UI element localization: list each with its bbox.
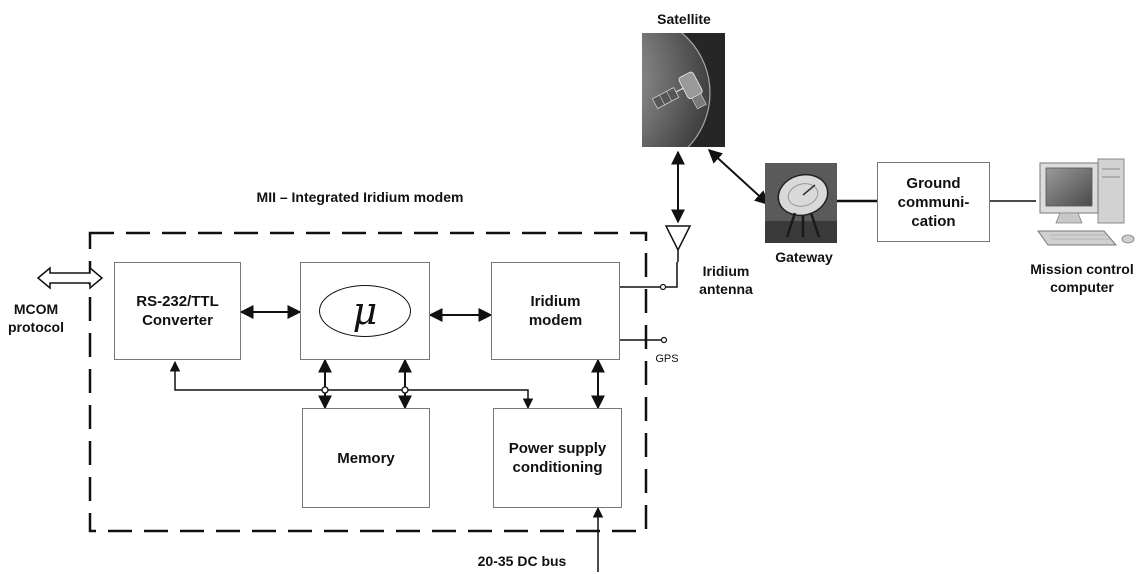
microcontroller-block: μ <box>300 262 430 360</box>
converter-block: RS-232/TTL Converter <box>114 262 241 360</box>
link-modem-antenna <box>620 262 678 288</box>
desktop-computer-icon <box>1037 158 1135 246</box>
module-boundary <box>88 231 648 533</box>
satellite-label: Satellite <box>657 11 711 27</box>
module-title: MII – Integrated Iridium modem <box>256 189 464 205</box>
ground-communication-block: Ground communi- cation <box>877 162 990 242</box>
gateway-label: Gateway <box>775 249 833 265</box>
iridium-modem-block: Iridium modem <box>491 262 620 360</box>
gps-terminal <box>660 336 668 344</box>
antenna-terminal <box>659 283 667 291</box>
antenna-icon <box>664 225 692 262</box>
mission-control-label: Mission control computer <box>1030 261 1134 295</box>
satellite-icon <box>642 33 725 147</box>
dc-bus-label: 20-35 DC bus <box>477 553 567 569</box>
satellite-dish-icon <box>765 163 837 243</box>
memory-block: Memory <box>302 408 430 508</box>
bus-junction <box>401 386 409 394</box>
link-satellite-gateway <box>707 149 770 205</box>
micro-symbol: μ <box>352 289 378 333</box>
mcom-protocol-label: MCOM protocol <box>8 301 64 335</box>
power-supply-block: Power supply conditioning <box>493 408 622 508</box>
double-arrow-icon <box>36 266 104 290</box>
internal-bus <box>169 360 534 410</box>
bus-junction <box>321 386 329 394</box>
gps-label: GPS <box>655 353 679 365</box>
iridium-antenna-label: Iridium antenna <box>699 263 753 297</box>
